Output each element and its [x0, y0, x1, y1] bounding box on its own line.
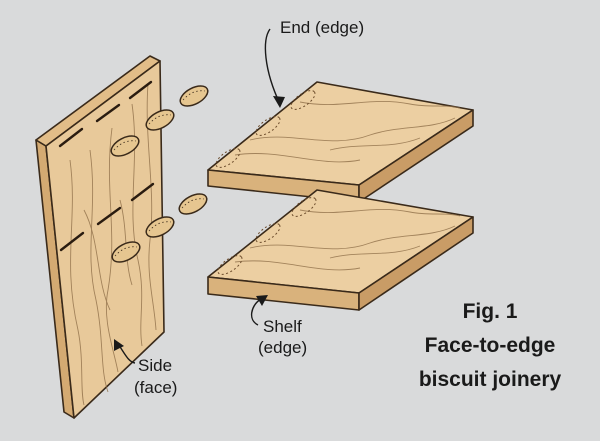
end-edge-label: End (edge)	[280, 18, 364, 37]
lower-board-top	[207, 189, 474, 294]
upper-board-grain	[234, 101, 461, 163]
side-label-line2: (face)	[134, 378, 177, 397]
shelf-arrowhead	[256, 295, 268, 306]
end-edge-leader	[264, 28, 281, 105]
biscuit	[110, 135, 140, 157]
lower-board-grain	[234, 209, 461, 271]
side-arrowhead	[114, 339, 124, 351]
biscuit	[111, 241, 141, 263]
shelf-label-line2: (edge)	[258, 338, 307, 357]
shelf-label-line1: Shelf	[263, 317, 302, 336]
biscuits	[110, 85, 209, 263]
upper-board-right-edge	[358, 109, 474, 203]
figure-title-line1: Face-to-edge	[425, 334, 556, 357]
biscuit	[145, 216, 175, 238]
biscuit	[178, 193, 208, 215]
figure-number: Fig. 1	[463, 300, 518, 323]
leader-arrows	[114, 28, 285, 364]
side-label-line1: Side	[138, 356, 172, 375]
end-edge-arrowhead	[273, 96, 285, 108]
biscuit	[145, 109, 175, 131]
biscuit	[179, 85, 209, 107]
lower-board	[207, 189, 474, 311]
upper-board-top	[207, 81, 474, 186]
side-panel-slots	[58, 80, 155, 252]
lower-board-slots	[217, 197, 317, 275]
lower-board-right-edge	[358, 216, 474, 311]
upper-board	[207, 81, 474, 203]
figure-title-line2: biscuit joinery	[419, 368, 562, 391]
upper-board-slots	[215, 90, 316, 168]
